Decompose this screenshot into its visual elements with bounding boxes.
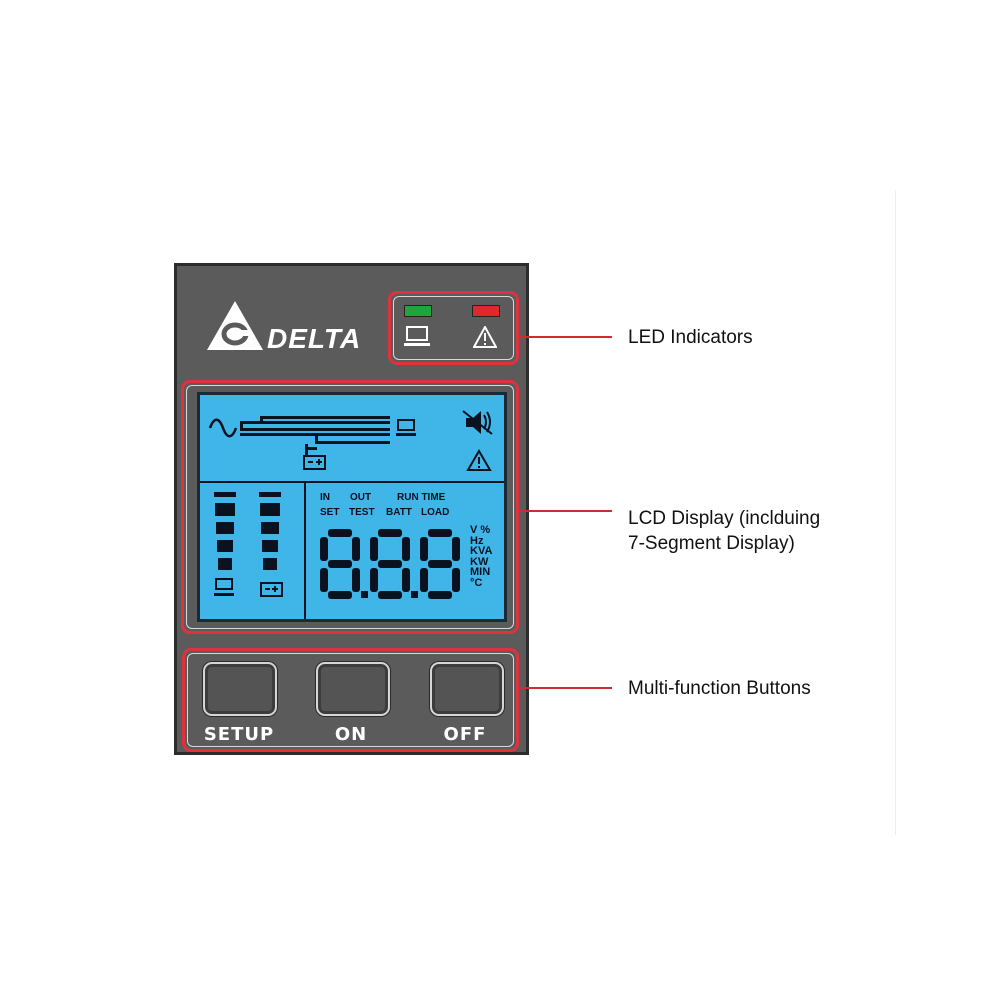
lcd-divider-horizontal xyxy=(200,481,504,483)
led-load xyxy=(404,305,432,317)
segment-b xyxy=(352,537,360,561)
lcd-divider-vertical xyxy=(304,481,306,619)
lcd-display: IN OUT RUN TIME SET TEST BATT LOAD V % H… xyxy=(197,392,507,622)
brand-name: DELTA xyxy=(267,323,361,354)
lcd-highlight xyxy=(181,380,519,634)
load-bar-icon xyxy=(214,492,236,570)
lcd-label-test: TEST xyxy=(349,507,375,518)
battery-bar-icon xyxy=(259,492,281,570)
segment-f xyxy=(370,537,378,561)
led-leader-line xyxy=(519,336,612,338)
off-button-label: OFF xyxy=(443,724,487,745)
led-fault xyxy=(472,305,500,317)
on-button[interactable] xyxy=(316,662,390,716)
segment-e xyxy=(420,568,428,592)
segment-c xyxy=(452,568,460,592)
lcd-label-batt: BATT xyxy=(386,507,412,518)
lcd-label-load: LOAD xyxy=(421,507,450,518)
segment-c xyxy=(352,568,360,592)
segment-d xyxy=(378,591,402,599)
segment-c xyxy=(402,568,410,592)
unit-kw: KW xyxy=(470,555,489,568)
led-indicators-highlight xyxy=(388,291,519,365)
computer-icon xyxy=(396,419,416,436)
lcd-label-set: SET xyxy=(320,507,340,518)
segment-a xyxy=(328,529,352,537)
unit-kva: KVA xyxy=(470,545,493,557)
lcd-graphics xyxy=(200,410,504,619)
segment-f xyxy=(320,537,328,561)
page-edge-line xyxy=(895,190,896,835)
segment-g xyxy=(428,560,452,568)
decimal-point xyxy=(411,591,418,598)
buttons-callout: Multi-function Buttons xyxy=(628,678,811,699)
unit-v-percent: V % xyxy=(470,524,491,536)
buttons-leader-line xyxy=(519,687,612,689)
computer-icon xyxy=(214,578,234,596)
on-button-label: ON xyxy=(334,724,368,745)
setup-button[interactable] xyxy=(203,662,277,716)
unit-celsius: °C xyxy=(470,576,483,589)
segment-a xyxy=(428,529,452,537)
computer-icon xyxy=(404,326,430,346)
lcd-callout-line1: LCD Display (inclduing xyxy=(628,508,821,529)
seven-segment-digit xyxy=(320,529,368,599)
setup-button-label: SETUP xyxy=(203,724,275,745)
unit-hz: Hz xyxy=(470,534,484,547)
warning-icon xyxy=(473,326,497,348)
segment-e xyxy=(320,568,328,592)
battery-icon xyxy=(303,455,326,470)
segment-b xyxy=(452,537,460,561)
off-button[interactable] xyxy=(430,662,504,716)
battery-icon xyxy=(260,582,283,597)
lcd-leader-line xyxy=(519,510,612,512)
segment-f xyxy=(420,537,428,561)
lcd-units: V % Hz KVA KW MIN °C xyxy=(470,525,506,588)
seven-segment-digit xyxy=(370,529,418,599)
seven-segment-display xyxy=(320,529,460,599)
lcd-callout-line2: 7-Segment Display) xyxy=(628,533,795,554)
led-callout: LED Indicators xyxy=(628,327,753,348)
ac-input-icon xyxy=(208,418,238,438)
mute-speaker-icon xyxy=(462,410,493,435)
segment-b xyxy=(402,537,410,561)
seven-segment-digit xyxy=(420,529,460,599)
segment-d xyxy=(428,591,452,599)
power-flow-lines xyxy=(240,416,390,455)
buttons-highlight xyxy=(182,648,519,752)
segment-g xyxy=(378,560,402,568)
lcd-label-in: IN xyxy=(320,492,330,503)
unit-min: MIN xyxy=(470,566,491,578)
warning-icon xyxy=(466,449,492,471)
lcd-label-out: OUT xyxy=(350,492,372,503)
lcd-label-run-time: RUN TIME xyxy=(397,492,446,503)
segment-d xyxy=(328,591,352,599)
segment-a xyxy=(378,529,402,537)
decimal-point xyxy=(361,591,368,598)
segment-e xyxy=(370,568,378,592)
delta-logo: DELTA xyxy=(207,301,361,354)
segment-g xyxy=(328,560,352,568)
